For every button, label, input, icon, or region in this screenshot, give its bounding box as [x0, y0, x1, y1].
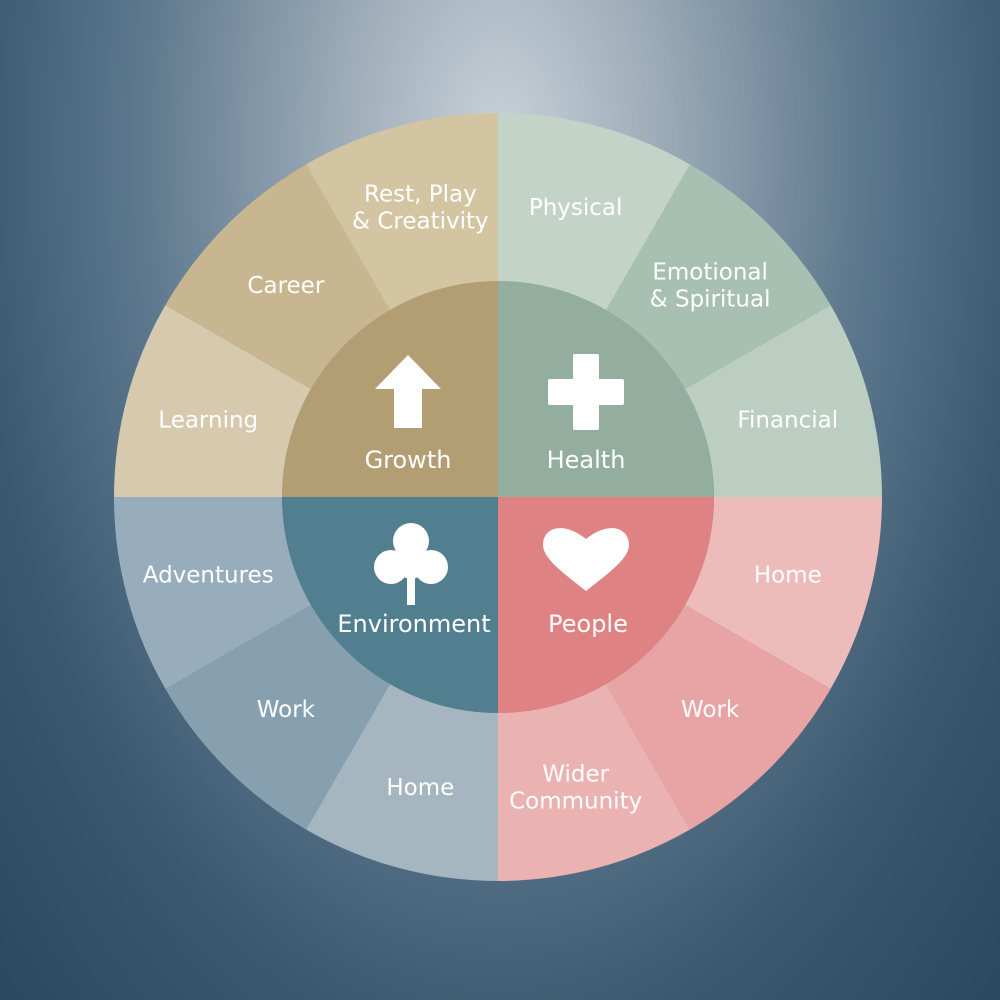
environment-segment-label: Work [257, 697, 316, 723]
labels: Learning Career Rest, Play& CreativityGrow… [143, 182, 838, 815]
heart-icon [543, 528, 629, 591]
inner-core [282, 281, 714, 713]
health-segment-label: Emotional& Spiritual [650, 259, 771, 312]
up-arrow-icon [375, 355, 441, 428]
people-segment-label-line: Community [509, 788, 642, 814]
people-segment-2 [606, 605, 831, 830]
growth-segment-label: Learning [158, 407, 258, 433]
environment-segment-2 [165, 605, 390, 830]
people-segment-label-line: Wider [542, 761, 609, 787]
people-segment-3 [498, 684, 690, 881]
environment-segment-label: Home [386, 775, 454, 801]
people-segment-label-line: Work [681, 697, 740, 723]
environment-segment-label-line: Home [386, 775, 454, 801]
growth-segment-1 [114, 305, 311, 497]
people-segment-label: Home [754, 563, 822, 589]
growth-label: Growth [365, 446, 452, 474]
health-segment-label-line: Physical [529, 195, 623, 221]
growth-segment-label-line: Learning [158, 407, 258, 433]
people-segment-label-line: Home [754, 563, 822, 589]
growth-segment-label: Career [247, 273, 324, 299]
environment-segment-3 [114, 497, 311, 689]
health-segment-label: Physical [529, 195, 623, 221]
people-segment-1 [685, 497, 882, 689]
growth-segment-label-line: Career [247, 273, 324, 299]
health-label: Health [547, 446, 626, 474]
icons [374, 354, 629, 605]
health-segment-1 [498, 113, 690, 310]
environment-segment-label: Adventures [143, 563, 274, 589]
tree-icon [374, 523, 448, 605]
people-label: People [548, 610, 628, 638]
growth-segment-label: Rest, Play& Creativity [352, 182, 489, 235]
health-segment-label-line: Emotional [652, 259, 768, 285]
growth-segment-3 [306, 113, 498, 310]
environment-segment-1 [306, 684, 498, 881]
outer-ring [114, 113, 882, 881]
plus-icon [548, 354, 624, 430]
health-segment-label: Financial [737, 407, 838, 433]
health-segment-label-line: Financial [737, 407, 838, 433]
environment-segment-label-line: Work [257, 697, 316, 723]
growth-segment-label-line: Rest, Play [364, 182, 477, 208]
environment-label: Environment [337, 610, 490, 638]
health-segment-label-line: & Spiritual [650, 286, 771, 312]
environment-core [282, 497, 498, 713]
environment-segment-label-line: Adventures [143, 563, 274, 589]
health-segment-3 [685, 305, 882, 497]
people-segment-label: Work [681, 697, 740, 723]
growth-segment-2 [165, 164, 390, 389]
health-segment-2 [606, 164, 831, 389]
growth-segment-label-line: & Creativity [352, 209, 489, 235]
